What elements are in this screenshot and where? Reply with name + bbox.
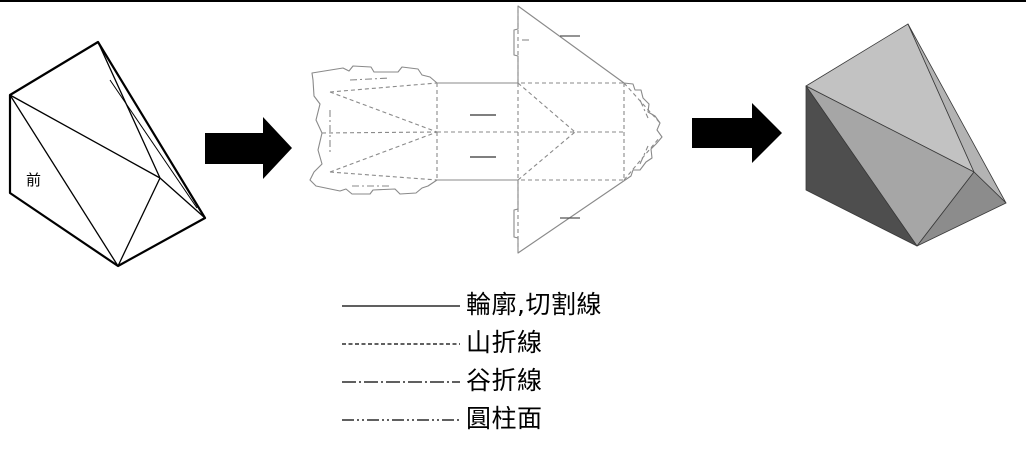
net-fold-line — [329, 131, 438, 173]
front-face-label: 前 — [26, 171, 41, 189]
net-fold-line — [329, 91, 438, 133]
solid-edge — [9, 94, 161, 179]
legend-item: 圓柱面 — [342, 398, 702, 436]
solid-edge — [97, 41, 161, 179]
right-arrow-icon — [205, 117, 292, 179]
legend-item: 輪廓,切割線 — [342, 284, 702, 322]
dash-dot-dot-line-sample — [342, 419, 460, 421]
legend-label: 圓柱面 — [466, 404, 543, 433]
origami-diagram: 前 — [8, 5, 1007, 268]
net-fold-line — [517, 82, 576, 133]
net-fold-line — [329, 82, 438, 93]
net-fold-line — [639, 145, 649, 165]
net-outline — [309, 5, 663, 254]
right-arrow-icon — [692, 103, 782, 163]
solid-edge — [117, 177, 161, 267]
net-fold-line — [321, 131, 438, 134]
net-fold-line — [623, 82, 661, 124]
solid-edge — [9, 94, 119, 267]
line-style-legend: 輪廓,切割線 山折線 谷折線 圓柱面 — [342, 284, 702, 436]
solid-edge — [159, 177, 206, 219]
legend-item: 山折線 — [342, 322, 702, 360]
dash-dot-line-sample — [342, 381, 460, 383]
legend-label: 輪廓,切割線 — [466, 290, 602, 319]
dashed-line-sample — [342, 343, 460, 345]
net-fold-line — [639, 99, 649, 119]
legend-item: 谷折線 — [342, 360, 702, 398]
net-fold-line — [517, 131, 576, 181]
net-fold-line — [329, 171, 438, 181]
solid-outline — [8, 40, 207, 268]
shaded-solid — [805, 23, 1007, 247]
shaded-face-left — [805, 85, 918, 247]
solid-line-drawing — [8, 40, 207, 268]
solid-edge — [109, 79, 198, 209]
unfolded-net — [309, 5, 663, 254]
legend-label: 山折線 — [466, 328, 543, 357]
solid-line-sample — [342, 305, 460, 307]
shaded-face-right-lower — [916, 171, 1007, 247]
top-rule — [0, 0, 1026, 2]
net-fold-line — [349, 77, 391, 81]
legend-label: 谷折線 — [466, 366, 543, 395]
